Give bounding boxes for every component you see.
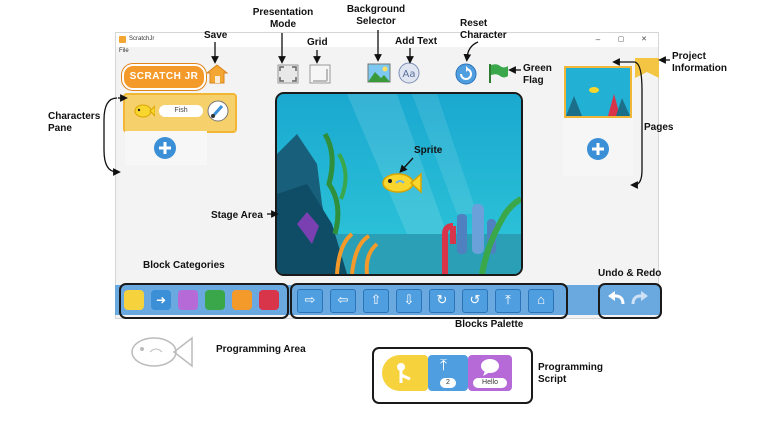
hop-icon[interactable]: ⤒	[495, 289, 521, 313]
turn-right-icon[interactable]: ↻	[429, 289, 455, 313]
tap-hand-icon	[397, 363, 411, 383]
menu-file[interactable]: File	[119, 48, 129, 54]
app-icon	[119, 36, 126, 43]
label-programming-area: Programming Area	[216, 344, 306, 355]
undo-redo-outline	[598, 283, 662, 319]
block-categories-outline	[119, 283, 289, 319]
label-undo-redo: Undo & Redo	[598, 268, 662, 279]
green-sound-icon[interactable]	[205, 290, 225, 310]
turn-left-icon[interactable]: ↺	[462, 289, 488, 313]
label-characters-pane: Characters Pane	[48, 111, 101, 134]
label-grid: Grid	[307, 37, 328, 48]
presentation-mode-icon[interactable]	[277, 64, 299, 84]
orange-control-icon[interactable]	[232, 290, 252, 310]
label-stage-area: Stage Area	[211, 210, 263, 221]
label-programming-script: Programming Script	[538, 362, 604, 385]
speech-bubble-icon	[481, 359, 499, 376]
background-selector-icon[interactable]	[367, 62, 391, 84]
close-button[interactable]: ✕	[641, 36, 647, 43]
grid-icon[interactable]	[309, 64, 331, 84]
green-flag-icon[interactable]	[486, 62, 510, 84]
character-name[interactable]: Fish	[159, 105, 203, 117]
programming-script-outline	[372, 347, 533, 404]
minimize-button[interactable]: –	[595, 35, 601, 44]
reset-character-icon[interactable]	[455, 63, 477, 85]
move-down-icon[interactable]: ⇩	[396, 289, 422, 313]
purple-looks-icon[interactable]	[178, 290, 198, 310]
fish-sprite[interactable]	[380, 170, 422, 196]
add-page-icon[interactable]	[586, 137, 610, 161]
save-house-icon[interactable]	[206, 64, 228, 84]
label-sprite: Sprite	[414, 145, 443, 156]
go-home-icon[interactable]: ⌂	[528, 289, 554, 313]
repeat-count[interactable]: 2	[440, 378, 456, 388]
label-add-text: Add Text	[395, 36, 438, 47]
label-green-flag: Green Flag	[523, 63, 552, 86]
move-up-icon[interactable]: ⇧	[363, 289, 389, 313]
blocks-palette-outline	[290, 283, 568, 319]
paint-brush-icon[interactable]	[207, 100, 229, 122]
say-text[interactable]: Hello	[473, 378, 507, 388]
title-bar: ScratchJr – ▢ ✕	[116, 33, 658, 47]
label-block-categories: Block Categories	[143, 260, 225, 271]
page-thumbnail[interactable]	[564, 66, 632, 118]
label-background-selector: Background Selector	[346, 4, 406, 27]
maximize-button[interactable]: ▢	[617, 36, 625, 43]
logo-text: SCRATCH JR	[129, 71, 199, 82]
window-title: ScratchJr	[129, 36, 155, 42]
undo-icon[interactable]	[606, 290, 626, 308]
svg-text:Aa: Aa	[403, 69, 416, 80]
add-character-icon[interactable]	[153, 136, 177, 160]
blue-motion-icon[interactable]: ➜	[151, 290, 171, 310]
red-end-icon[interactable]	[259, 290, 279, 310]
yellow-trigger-icon[interactable]	[124, 290, 144, 310]
say-block[interactable]: Hello	[468, 355, 512, 391]
hop-block[interactable]: ⤒ 2	[428, 355, 468, 391]
label-reset-character: Reset Character	[460, 18, 507, 41]
redo-icon[interactable]	[630, 290, 650, 308]
label-presentation-mode: Presentation Mode	[252, 7, 314, 30]
hop-arrow-icon: ⤒	[440, 357, 448, 374]
move-right-icon[interactable]: ⇨	[297, 289, 323, 313]
underwater-background	[277, 94, 521, 274]
fish-watermark-icon	[131, 336, 193, 368]
menu-bar: File	[116, 47, 658, 57]
label-blocks-palette: Blocks Palette	[455, 319, 524, 330]
stage-area[interactable]	[275, 92, 523, 276]
scratchjr-logo[interactable]: SCRATCH JR	[122, 64, 206, 90]
fish-icon	[134, 104, 155, 118]
move-left-icon[interactable]: ⇦	[330, 289, 356, 313]
label-pages: Pages	[644, 122, 674, 133]
start-on-tap-block[interactable]	[382, 355, 428, 391]
label-project-information: Project Information	[672, 51, 727, 74]
label-save: Save	[204, 30, 228, 41]
